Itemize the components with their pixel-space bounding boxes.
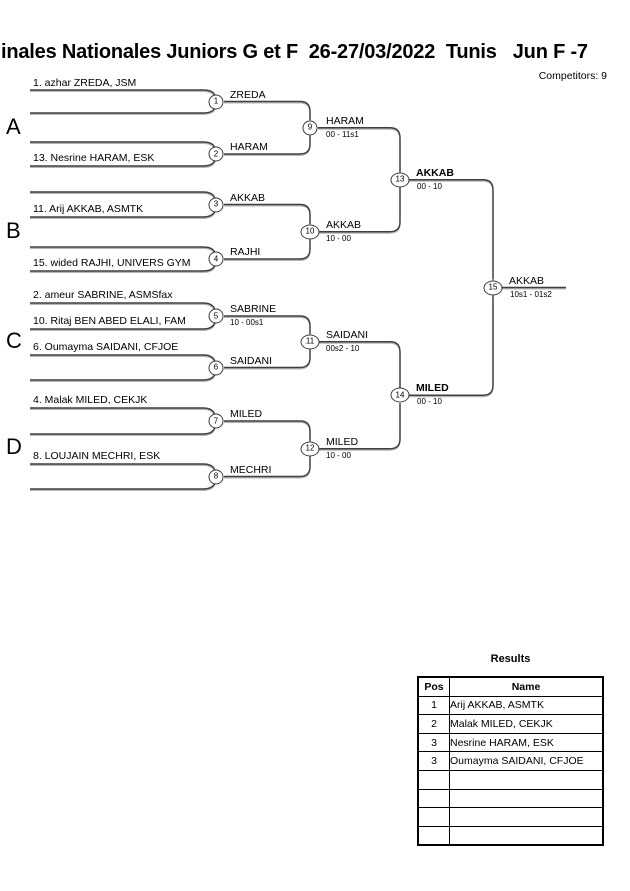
- result-pos: [417, 769, 450, 790]
- results-row: [417, 825, 604, 846]
- results-heading: Results: [490, 653, 531, 665]
- match-1-winner: ZREDA: [230, 89, 266, 101]
- result-pos: 2: [417, 714, 450, 734]
- match-3-winner: AKKAB: [230, 192, 266, 204]
- match-4-winner: RAJHI: [230, 246, 261, 258]
- match-14-circle: 14: [390, 387, 410, 403]
- results-row: [417, 807, 604, 827]
- result-name: [449, 825, 604, 846]
- match-4-circle: 4: [208, 251, 224, 267]
- match-14-winner: MILED: [416, 382, 449, 394]
- result-pos: [417, 825, 450, 846]
- match-2-circle: 2: [208, 146, 224, 162]
- match-12-winner: MILED: [326, 436, 359, 448]
- match-11-winner: SAIDANI: [326, 329, 369, 341]
- results-row: [417, 769, 604, 790]
- match-6-circle: 6: [208, 360, 224, 375]
- results-row: 1 Arij AKKAB, ASMTK: [417, 695, 604, 716]
- competitor-name-9: 8. LOUJAIN MECHRI, ESK: [33, 450, 161, 462]
- result-pos: 3: [417, 751, 450, 771]
- match-10-winner: AKKAB: [326, 219, 362, 231]
- match-5-score: 10 - 00s1: [230, 318, 264, 327]
- competitor-name-2: 13. Nesrine HARAM, ESK: [33, 152, 155, 164]
- match-15-circle: 15: [483, 280, 503, 295]
- match-13-circle: 13: [390, 172, 410, 188]
- match-3-circle: 3: [208, 197, 224, 212]
- match-15-winner: AKKAB: [509, 275, 545, 287]
- competitor-name-1: 1. azhar ZREDA, JSM: [33, 77, 137, 89]
- results-table: Pos Name 1 Arij AKKAB, ASMTK 2 Malak MIL…: [417, 676, 604, 847]
- competitor-name-4: 15. wided RAJHI, UNIVERS GYM: [33, 257, 191, 269]
- match-10-score: 10 - 00: [326, 234, 351, 243]
- result-name: Oumayma SAIDANI, CFJOE: [449, 751, 604, 771]
- match-9-score: 00 - 11s1: [326, 130, 359, 139]
- match-2-winner: HARAM: [230, 141, 268, 153]
- match-11-circle: 11: [300, 334, 320, 350]
- results-row: 2 Malak MILED, CEKJK: [417, 714, 604, 734]
- match-9-winner: HARAM: [326, 115, 364, 127]
- results-row: [417, 788, 604, 809]
- match-13-winner: AKKAB: [416, 167, 454, 179]
- page-title: inales Nationales Juniors G et F 26-27/0…: [1, 41, 588, 63]
- result-pos: 1: [417, 695, 450, 716]
- competitor-name-3: 11. Arij AKKAB, ASMTK: [33, 203, 144, 215]
- competitor-name-6: 10. Ritaj BEN ABED ELALI, FAM: [33, 315, 186, 327]
- result-pos: [417, 807, 450, 827]
- match-15-score: 10s1 - 01s2: [510, 290, 552, 299]
- result-name: Nesrine HARAM, ESK: [449, 732, 604, 753]
- match-8-winner: MECHRI: [230, 464, 272, 476]
- result-name: Malak MILED, CEKJK: [449, 714, 604, 734]
- result-name: Arij AKKAB, ASMTK: [449, 695, 604, 716]
- results-col-name: Name: [449, 676, 604, 697]
- competitor-name-5: 2. ameur SABRINE, ASMSfax: [33, 289, 173, 301]
- competitors-count: Competitors: 9: [538, 70, 607, 82]
- result-pos: [417, 788, 450, 809]
- results-col-pos: Pos: [417, 676, 450, 697]
- match-6-winner: SAIDANI: [230, 355, 273, 367]
- group-label-d: D: [6, 434, 22, 459]
- results-row: 3 Oumayma SAIDANI, CFJOE: [417, 751, 604, 771]
- match-13-score: 00 - 10: [417, 182, 442, 191]
- competitor-name-8: 4. Malak MILED, CEKJK: [33, 394, 148, 406]
- match-5-winner: SABRINE: [230, 303, 277, 315]
- match-10-circle: 10: [300, 224, 320, 240]
- result-name: [449, 807, 604, 827]
- results-row: 3 Nesrine HARAM, ESK: [417, 732, 604, 753]
- match-7-circle: 7: [208, 413, 224, 429]
- match-14-score: 00 - 10: [417, 397, 442, 406]
- match-5-circle: 5: [208, 308, 224, 324]
- match-1-circle: 1: [208, 94, 224, 109]
- result-pos: 3: [417, 732, 450, 753]
- results-header-row: Pos Name: [417, 676, 604, 697]
- group-label-a: A: [6, 114, 21, 139]
- match-11-score: 00s2 - 10: [326, 344, 360, 353]
- group-label-c: C: [6, 328, 22, 353]
- match-12-score: 10 - 00: [326, 451, 351, 460]
- result-name: [449, 769, 604, 790]
- result-name: [449, 788, 604, 809]
- match-7-winner: MILED: [230, 408, 263, 420]
- match-8-circle: 8: [208, 469, 224, 484]
- competitor-name-7: 6. Oumayma SAIDANI, CFJOE: [33, 341, 179, 353]
- match-9-circle: 9: [302, 120, 318, 136]
- group-label-b: B: [6, 218, 21, 243]
- match-12-circle: 12: [300, 441, 320, 457]
